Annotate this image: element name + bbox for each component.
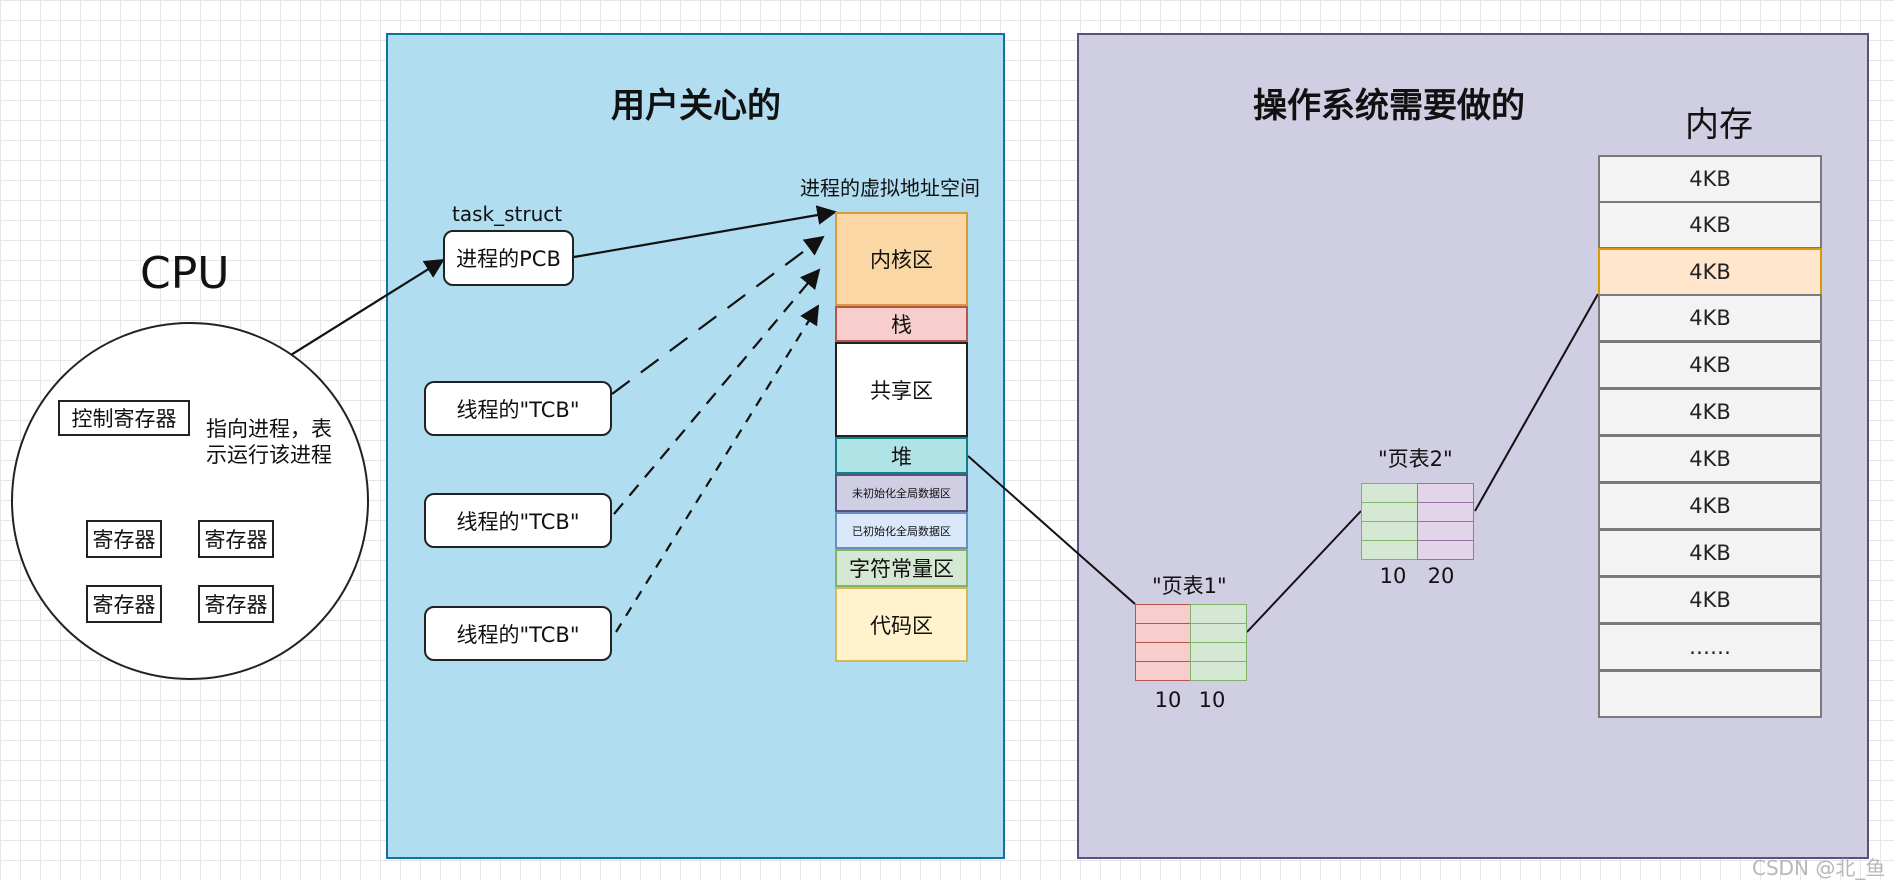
page-table-1-cell <box>1190 604 1247 624</box>
page-table-2-cell <box>1417 540 1474 560</box>
memory-block: 4KB <box>1598 155 1822 203</box>
page-table-2-cell <box>1361 540 1418 560</box>
page-table-2-cell <box>1361 483 1418 503</box>
page-table-1-right-value: 10 <box>1198 688 1226 712</box>
cpu-circle <box>11 322 369 680</box>
register-2: 寄存器 <box>198 520 274 558</box>
segment-rodata: 字符常量区 <box>835 549 968 587</box>
register-1: 寄存器 <box>86 520 162 558</box>
page-table-1-cell <box>1190 642 1247 662</box>
control-register: 控制寄存器 <box>58 400 190 436</box>
page-table-1-cell <box>1135 642 1191 662</box>
page-table-1-title: "页表1" <box>1152 574 1227 598</box>
tcb1-to-vas-arrow <box>611 235 825 395</box>
page-table-1-cell <box>1135 623 1191 643</box>
page-table-2-cell <box>1417 483 1474 503</box>
segment-data: 已初始化全局数据区 <box>835 512 968 549</box>
segment-bss: 未初始化全局数据区 <box>835 474 968 512</box>
vas-title: 进程的虚拟地址空间 <box>800 176 980 200</box>
pointer-note-line-2: 示运行该进程 <box>206 443 332 467</box>
os-panel-title: 操作系统需要做的 <box>1253 86 1525 126</box>
page-table-2-left-value: 10 <box>1379 564 1407 588</box>
segment-code: 代码区 <box>835 587 968 662</box>
page-table-2-right-value: 20 <box>1427 564 1455 588</box>
memory-block: 4KB <box>1598 482 1822 530</box>
segment-kernel: 内核区 <box>835 212 968 306</box>
segment-shared: 共享区 <box>835 342 968 437</box>
memory-block: 4KB <box>1598 201 1822 249</box>
memory-block: 4KB <box>1598 435 1822 483</box>
heap-to-pagetable1-line <box>967 455 1136 605</box>
memory-block-highlighted: 4KB <box>1598 248 1822 296</box>
memory-block: 4KB <box>1598 576 1822 624</box>
page-table-1-cell <box>1135 661 1191 681</box>
user-panel-title: 用户关心的 <box>611 86 781 126</box>
process-pcb: 进程的PCB <box>443 230 574 286</box>
thread-tcb-3: 线程的"TCB" <box>424 606 612 661</box>
page-table-2-title: "页表2" <box>1378 447 1453 471</box>
memory-title: 内存 <box>1685 105 1753 145</box>
pagetable1-to-pagetable2-line <box>1246 510 1362 633</box>
page-table-1-left-value: 10 <box>1154 688 1182 712</box>
memory-block <box>1598 670 1822 718</box>
memory-block: 4KB <box>1598 294 1822 342</box>
page-table-1-cell <box>1190 661 1247 681</box>
register-4: 寄存器 <box>198 585 274 623</box>
memory-block: 4KB <box>1598 388 1822 436</box>
tcb2-to-vas-arrow <box>613 268 821 515</box>
tcb3-to-vas-arrow <box>615 304 820 633</box>
segment-stack: 栈 <box>835 306 968 342</box>
task-struct-label: task_struct <box>452 202 563 226</box>
memory-block: 4KB <box>1598 341 1822 389</box>
pointer-note-line-1: 指向进程，表 <box>206 417 332 441</box>
watermark: CSDN @北_鱼 <box>1752 856 1886 880</box>
page-table-2-cell <box>1361 521 1418 541</box>
page-table-2-cell <box>1417 502 1474 522</box>
thread-tcb-1: 线程的"TCB" <box>424 381 612 436</box>
memory-block: 4KB <box>1598 529 1822 577</box>
register-3: 寄存器 <box>86 585 162 623</box>
thread-tcb-2: 线程的"TCB" <box>424 493 612 548</box>
page-table-1-cell <box>1190 623 1247 643</box>
page-table-2-cell <box>1361 502 1418 522</box>
page-table-2-cell <box>1417 521 1474 541</box>
pagetable2-to-memory-line <box>1474 293 1599 512</box>
pcb-to-vas-arrow <box>573 205 837 259</box>
cpu-title: CPU <box>140 248 230 299</box>
page-table-1-cell <box>1135 604 1191 624</box>
memory-block-ellipsis: …… <box>1598 623 1822 671</box>
segment-heap: 堆 <box>835 437 968 474</box>
